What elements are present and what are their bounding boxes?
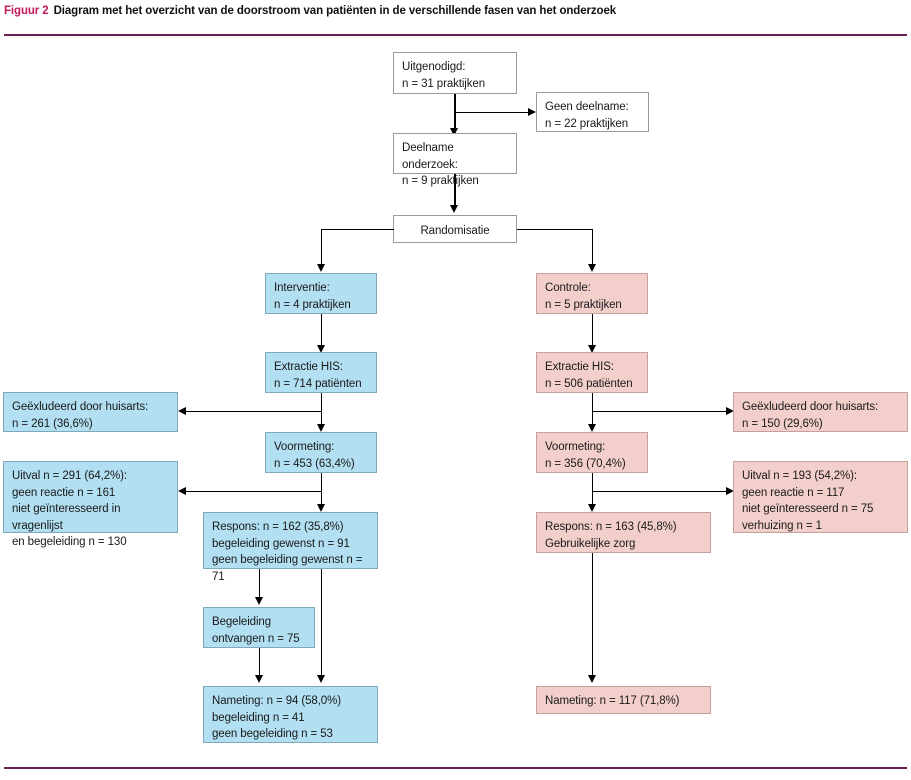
node-control-dropout: Uitval n = 193 (54,2%): geen reactie n =… bbox=[733, 461, 908, 533]
arrowhead-randomisation bbox=[450, 205, 458, 213]
edge-randomisation-left bbox=[321, 228, 394, 230]
arrowhead-intervention bbox=[316, 264, 325, 272]
edge-int-response-to-followup bbox=[320, 569, 322, 679]
node-participation: Deelname onderzoek: n = 9 praktijken bbox=[393, 133, 517, 187]
edge-ctl-to-dropout bbox=[592, 491, 727, 493]
edge-int-baseline-down bbox=[320, 473, 322, 510]
arrowhead-control bbox=[587, 264, 596, 272]
node-control-arm: Controle: n = 5 praktijken bbox=[536, 273, 648, 314]
node-intervention-excluded: Geëxludeerd door huisarts: n = 261 (36,6… bbox=[3, 392, 178, 432]
arrowhead-int-dropout bbox=[178, 487, 186, 495]
arrowhead-int-extraction bbox=[316, 345, 325, 353]
node-invited: Uitgenodigd: n = 31 praktijken bbox=[393, 52, 517, 94]
edge-ctl-arm-to-extraction bbox=[591, 314, 593, 351]
node-intervention-baseline: Voormeting: n = 453 (63,4%) bbox=[265, 432, 377, 473]
node-control-response: Respons: n = 163 (45,8%) Gebruikelijke z… bbox=[536, 512, 711, 553]
node-control-baseline: Voormeting: n = 356 (70,4%) bbox=[536, 432, 648, 473]
figure-caption: Figuur 2 Diagram met het overzicht van de… bbox=[4, 5, 616, 17]
arrowhead-ctl-response bbox=[587, 504, 596, 512]
arrowhead-int-guidance bbox=[254, 597, 263, 605]
edge-ctl-response-to-followup bbox=[591, 553, 593, 679]
node-intervention-extraction: Extractie HIS: n = 714 patiënten bbox=[265, 352, 377, 393]
arrowhead-ctl-extraction bbox=[587, 345, 596, 353]
node-intervention-followup: Nameting: n = 94 (58,0%) begeleiding n =… bbox=[203, 686, 378, 743]
arrowhead-int-followup-left bbox=[254, 675, 263, 683]
figure-caption-text: Diagram met het overzicht van de doorstr… bbox=[53, 5, 617, 17]
node-no-participation: Geen deelname: n = 22 praktijken bbox=[536, 92, 649, 132]
node-intervention-dropout: Uitval n = 291 (64,2%): geen reactie n =… bbox=[3, 461, 178, 548]
node-intervention-guidance: Begeleiding ontvangen n = 75 bbox=[203, 607, 315, 648]
edge-int-arm-to-extraction bbox=[320, 314, 322, 351]
edge-randomisation-right bbox=[517, 228, 593, 230]
caption-divider-bottom bbox=[4, 767, 907, 769]
arrowhead-int-excluded bbox=[178, 407, 186, 415]
arrowhead-ctl-baseline bbox=[587, 424, 596, 432]
edge-int-response-to-guidance bbox=[258, 569, 260, 601]
node-control-extraction: Extractie HIS: n = 506 patiënten bbox=[536, 352, 648, 393]
node-intervention-arm: Interventie: n = 4 praktijken bbox=[265, 273, 377, 314]
edge-participation-to-randomisation bbox=[454, 174, 456, 207]
arrowhead-ctl-excluded bbox=[726, 407, 734, 415]
arrowhead-int-response bbox=[316, 504, 325, 512]
arrowhead-int-followup-right bbox=[316, 675, 325, 683]
arrowhead-int-baseline bbox=[316, 424, 325, 432]
arrowhead-participation bbox=[450, 128, 458, 136]
node-control-followup: Nameting: n = 117 (71,8%) bbox=[536, 686, 711, 714]
figure-label: Figuur 2 bbox=[4, 5, 49, 17]
arrowhead-nodeelname bbox=[528, 108, 536, 116]
edge-int-to-excluded bbox=[186, 411, 321, 413]
edge-int-extraction-down bbox=[320, 393, 322, 430]
arrowhead-ctl-dropout bbox=[726, 487, 734, 495]
edge-invited-to-nodeelname bbox=[454, 112, 529, 114]
edge-randomisation-left-down bbox=[320, 228, 322, 267]
arrowhead-ctl-followup bbox=[587, 675, 596, 683]
edge-int-to-dropout bbox=[186, 491, 321, 493]
node-randomisation: Randomisatie bbox=[393, 215, 517, 243]
edge-randomisation-right-down bbox=[591, 228, 593, 267]
node-control-excluded: Geëxludeerd door huisarts: n = 150 (29,6… bbox=[733, 392, 908, 432]
edge-ctl-to-excluded bbox=[592, 411, 727, 413]
edge-int-guidance-to-followup bbox=[258, 648, 260, 679]
node-intervention-response: Respons: n = 162 (35,8%) begeleiding gew… bbox=[203, 512, 378, 583]
caption-divider-top bbox=[4, 34, 907, 36]
